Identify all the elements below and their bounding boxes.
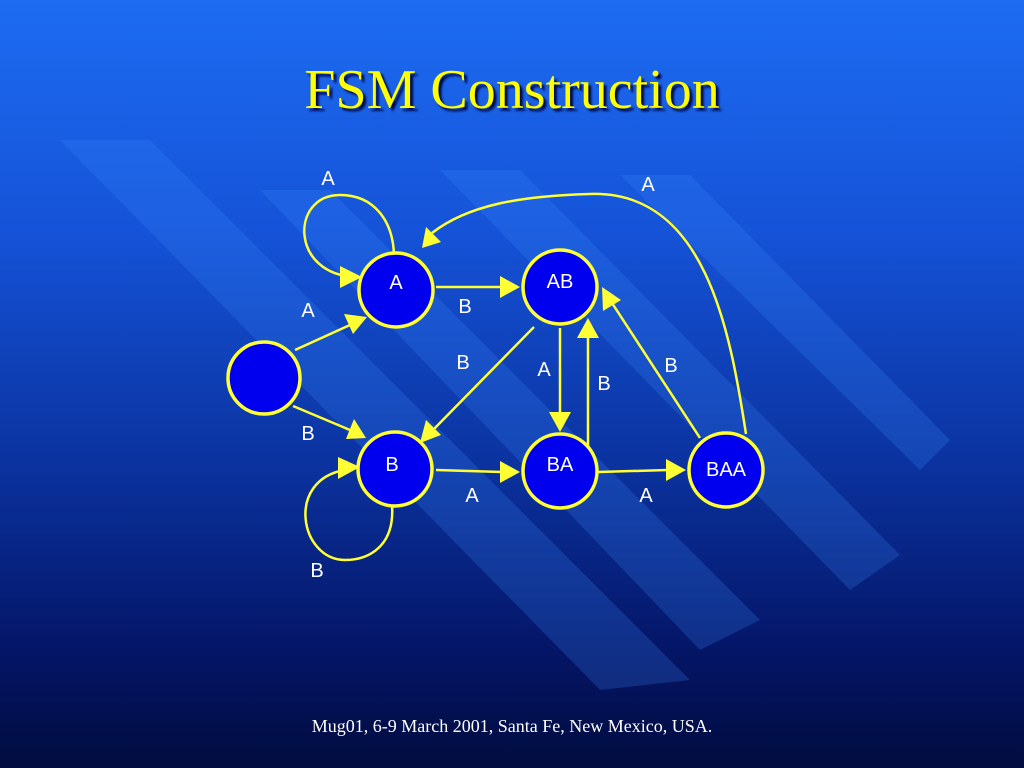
state-ab: AB — [521, 248, 599, 326]
label-ab-to-ba: A — [537, 359, 551, 381]
label-baa-to-ab: B — [664, 355, 677, 377]
state-start — [226, 340, 302, 416]
label-ab-to-b: B — [456, 352, 469, 374]
arrowhead-a-to-ab — [500, 276, 520, 298]
state-b-label: B — [385, 454, 398, 476]
slide-title: FSM Construction — [304, 59, 720, 121]
state-ba-label: BA — [547, 454, 574, 476]
arrowhead-b-self-loop — [338, 457, 360, 479]
arrowhead-start-to-b — [346, 419, 366, 439]
arrowhead-ab-to-ba — [549, 412, 571, 432]
label-a-to-ab: B — [458, 296, 471, 318]
arrowhead-ba-to-ab — [577, 318, 599, 338]
footer-text: Mug01, 6-9 March 2001, Santa Fe, New Mex… — [311, 716, 713, 736]
arrowhead-b-to-ba — [500, 461, 520, 483]
edge-start-to-b — [292, 404, 351, 432]
label-b-to-ba: A — [465, 485, 479, 507]
state-ab-label: AB — [547, 271, 574, 293]
arrowhead-baa-to-a — [422, 227, 441, 248]
state-baa-label: BAA — [706, 459, 747, 481]
state-b: B — [356, 430, 434, 508]
state-ba: BA — [521, 432, 599, 510]
edge-b-to-ba — [435, 468, 503, 474]
edge-start-to-a — [294, 323, 351, 352]
label-ba-to-ab: B — [597, 373, 610, 395]
label-ba-to-baa: A — [639, 485, 653, 507]
state-a-label: A — [389, 272, 403, 294]
edge-a-self-loop — [303, 193, 396, 279]
arrowhead-baa-to-ab — [602, 287, 621, 311]
label-b-self-loop: B — [310, 560, 323, 582]
arrowhead-a-self-loop — [340, 266, 362, 288]
label-start-to-a: A — [301, 300, 315, 322]
arrowhead-start-to-a — [344, 314, 367, 334]
edge-baa-to-a — [431, 192, 748, 435]
edge-b-self-loop — [304, 468, 394, 562]
state-baa: BAA — [687, 431, 765, 509]
edge-baa-to-ab — [610, 302, 702, 439]
arrowhead-ba-to-baa — [666, 459, 686, 481]
state-a: A — [357, 251, 435, 329]
arrowhead-ab-to-b — [420, 420, 441, 443]
label-a-self-loop: A — [321, 168, 335, 190]
edge-ab-to-b — [432, 326, 535, 431]
label-baa-to-a: A — [641, 174, 655, 196]
edge-labels: A A A B B A B B B A A B — [301, 168, 677, 582]
transition-edges — [292, 192, 748, 562]
edge-ba-to-baa — [597, 468, 669, 474]
label-start-to-b: B — [301, 423, 314, 445]
